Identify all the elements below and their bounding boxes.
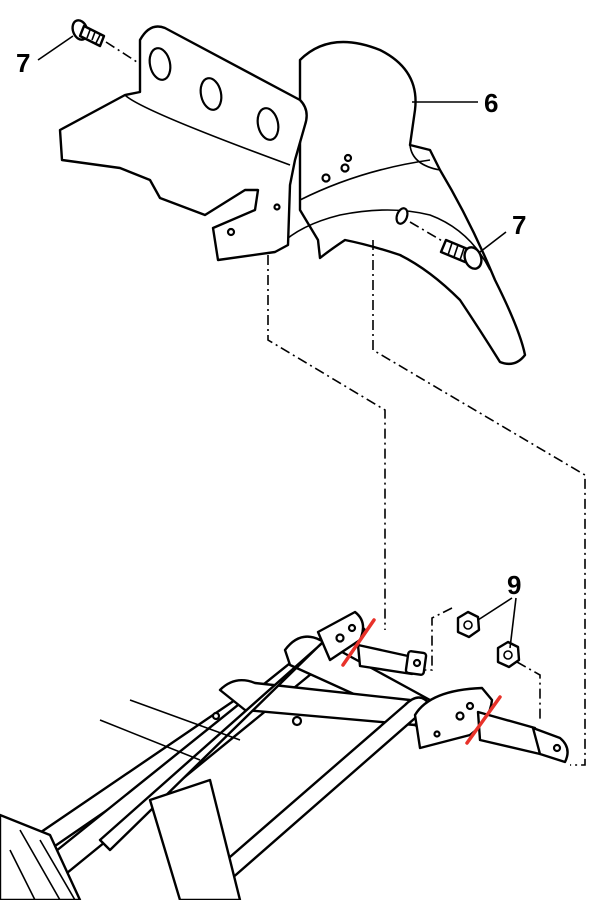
leader-nut-upper: [477, 597, 513, 621]
guide-line-nut-right: [516, 661, 541, 722]
callout-screw-side: 7: [512, 210, 526, 240]
screw-hole: [395, 207, 409, 225]
guide-line-left: [267, 255, 386, 630]
screw-top-axis: [105, 41, 138, 63]
mount-hole: [273, 203, 281, 211]
frame-hole: [291, 715, 303, 727]
leader-screw-top: [37, 35, 74, 61]
fender-bracket: [58, 25, 527, 366]
plate-hole: [148, 47, 172, 81]
mount-hole: [343, 153, 353, 163]
screw-side-axis: [409, 221, 445, 243]
plate-hole: [256, 107, 280, 141]
cut-mark-left: [341, 618, 376, 667]
screw-top: [71, 19, 106, 48]
leader-screw-side: [479, 231, 507, 253]
leader-nut-lower: [509, 597, 517, 649]
nut-lower: [496, 640, 521, 669]
nut-upper: [456, 610, 481, 639]
cut-mark-right: [465, 695, 502, 745]
mount-hole: [321, 173, 331, 183]
right-mount-ear: [413, 686, 569, 764]
mount-hole: [340, 163, 350, 173]
screw-side: [439, 238, 483, 270]
callout-bracket: 6: [484, 88, 498, 118]
callout-nuts: 9: [507, 570, 521, 600]
plate-hole: [199, 77, 223, 111]
mount-hole: [226, 227, 236, 237]
frame-hole: [211, 711, 221, 721]
callout-screw-top: 7: [16, 48, 30, 78]
